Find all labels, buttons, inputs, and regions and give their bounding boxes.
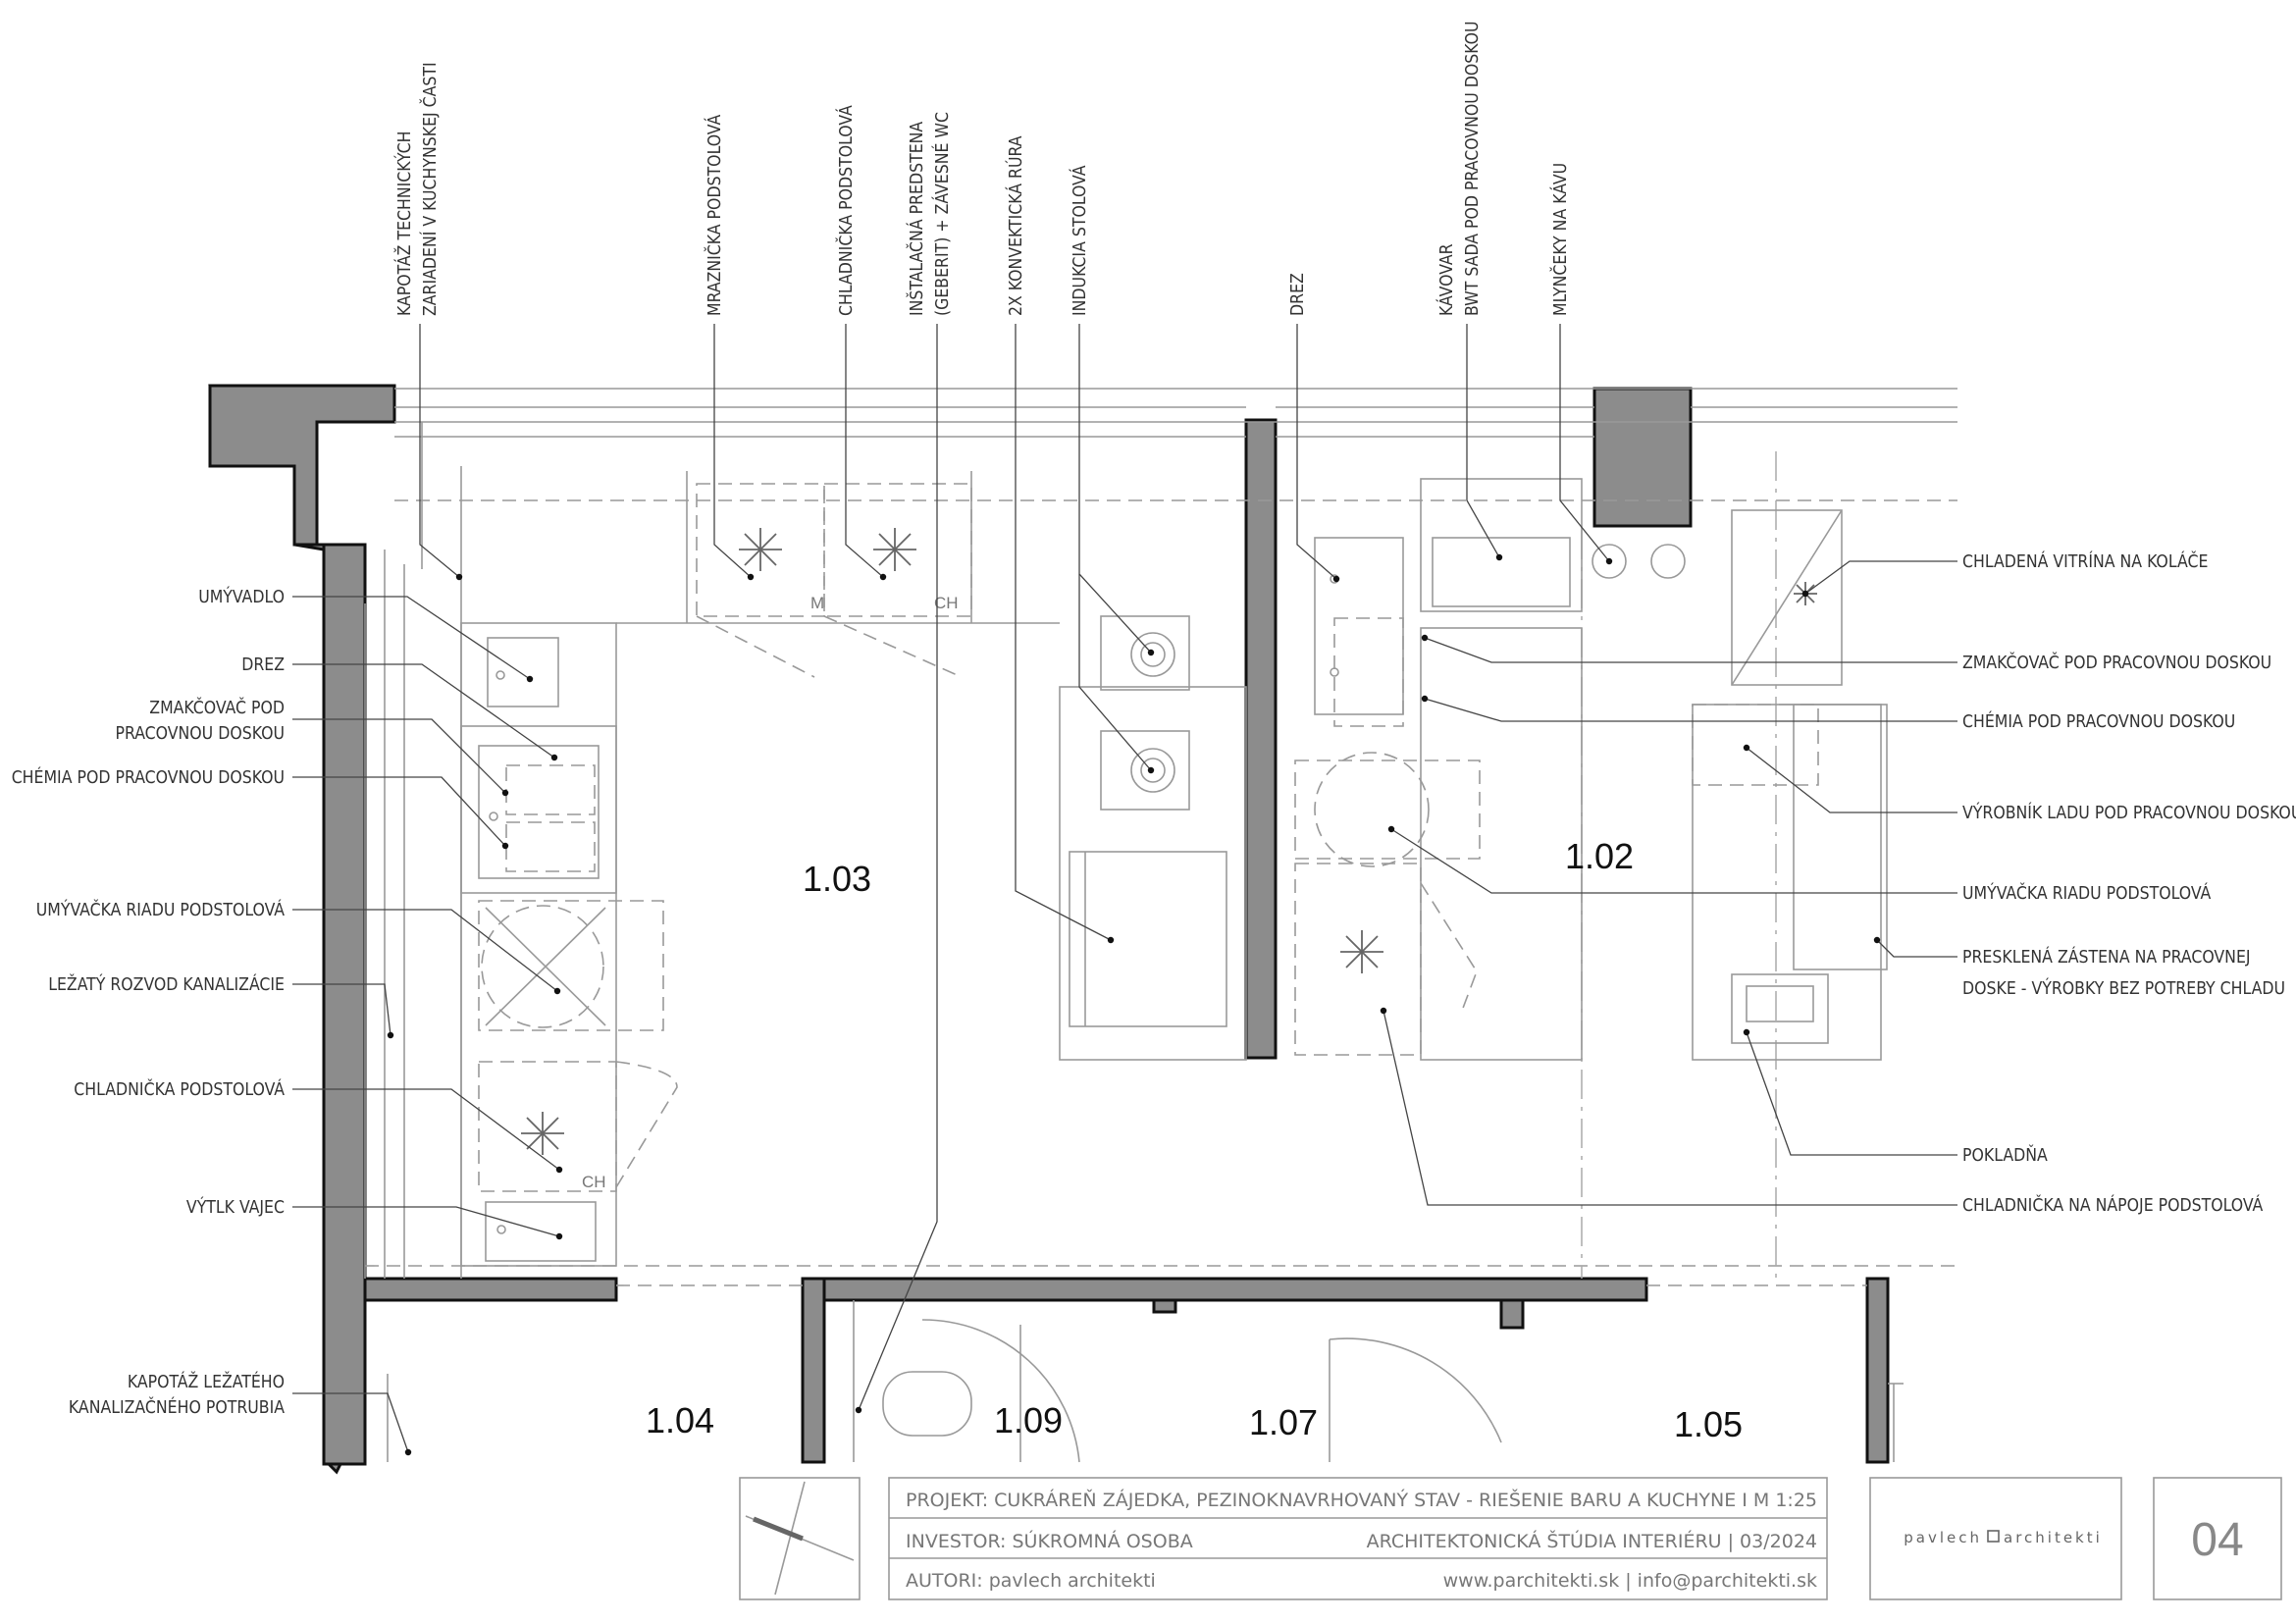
label-zmakcovac-left-1: ZMAKČOVAČ POD [149, 697, 285, 718]
room-1-03: 1.03 [803, 859, 871, 899]
wall-top-left [208, 384, 396, 1475]
label-kapotaz-top-2: ZARIADENÍ V KUCHYNSKEJ ČASTI [419, 62, 441, 316]
label-drez-left: DREZ [241, 655, 285, 675]
egg-unit [485, 1201, 597, 1262]
facade-lines [364, 388, 1957, 1286]
label-chladnicka-left: CHLADNIČKA PODSTOLOVÁ [74, 1078, 285, 1100]
title-table [888, 1477, 1828, 1600]
room-numbers: 1.03 1.02 1.04 1.09 1.07 1.05 [646, 836, 1743, 1444]
fridge-box [478, 1061, 617, 1192]
label-umyvacka-right: UMÝVAČKA RIADU PODSTOLOVÁ [1962, 882, 2211, 904]
fridge-top-box [823, 483, 972, 617]
north-arrow-box [739, 1477, 861, 1600]
label-kapotaz-left-1: KAPOTÁŽ LEŽATÉHO [128, 1371, 285, 1392]
wall-partition [1244, 418, 1278, 1060]
title-investor: INVESTOR: SÚKROMNÁ OSOBA [906, 1529, 1193, 1552]
mark-ch-left: CH [582, 1173, 606, 1191]
wall-wc-left [801, 1277, 826, 1464]
umyvadlo-basin [487, 637, 559, 707]
right-counter [1692, 704, 1882, 1061]
wall-bottom-middle [801, 1277, 1648, 1302]
label-kapotaz-left-2: KANALIZAČNÉHO POTRUBIA [69, 1396, 285, 1418]
label-vyrobnik: VÝROBNÍK LADU POD PRACOVNOU DOSKOU [1962, 802, 2296, 823]
left-labels: UMÝVADLO DREZ ZMAKČOVAČ POD PRACOVNOU DO… [12, 586, 286, 1418]
title-projekt: PROJEKT: CUKRÁREŇ ZÁJEDKA, PEZINOK [906, 1489, 1278, 1511]
label-chemia-right: CHÉMIA POD PRACOVNOU DOSKOU [1962, 710, 2235, 732]
dishwasher-box [478, 900, 664, 1031]
label-pokladna: POKLADŇA [1962, 1144, 2048, 1166]
wall-stub-2 [1499, 1298, 1525, 1330]
label-mraznicka: MRAZNIČKA PODSTOLOVÁ [704, 115, 725, 316]
bar-area [1294, 478, 1888, 1061]
sheet-number-box [2153, 1477, 2282, 1600]
wall-stub-1 [1152, 1298, 1177, 1314]
title-stav: NAVRHOVANÝ STAV - RIEŠENIE BARU A KUCHYN… [1278, 1488, 1817, 1511]
top-labels: KAPOTÁŽ TECHNICKÝCH ZARIADENÍ V KUCHYNSK… [393, 21, 1571, 316]
bar-counter [1420, 627, 1583, 1061]
wall-right-bottom [1865, 1277, 1890, 1464]
logo-box [1869, 1477, 2122, 1600]
label-rura: 2X KONVEKTICKÁ RÚRA [1005, 135, 1026, 316]
display-case [1731, 509, 1843, 686]
coffee-machine [1420, 478, 1583, 612]
title-kontakt: www.parchitekti.sk | info@parchitekti.sk [1443, 1570, 1817, 1592]
freezer-box [696, 483, 825, 617]
logo-text-left: pavlech [1904, 1529, 1982, 1546]
mark-m: M [810, 594, 824, 612]
wall-corner [208, 384, 396, 547]
induction-1 [1100, 615, 1190, 691]
label-chemia-left: CHÉMIA POD PRACOVNOU DOSKOU [12, 766, 285, 788]
dishwasher-bar [1294, 759, 1481, 860]
leader-lines [292, 324, 1957, 1453]
label-kavovar-1: KÁVOVAR [1435, 243, 1457, 316]
room-1-05: 1.05 [1674, 1404, 1743, 1444]
label-napoje: CHLADNIČKA NA NÁPOJE PODSTOLOVÁ [1962, 1194, 2264, 1216]
oven-unit [1069, 851, 1227, 1027]
sink-counter-top [460, 725, 617, 894]
leader-dots [387, 553, 1881, 1456]
label-kapotaz-top-1: KAPOTÁŽ TECHNICKÝCH [393, 131, 415, 316]
label-indukcia: INDUKCIA STOLOVÁ [1069, 165, 1090, 316]
pos-terminal [1731, 973, 1829, 1044]
label-zastena-1: PRESKLENÁ ZÁSTENA NA PRACOVNEJ [1962, 946, 2251, 968]
cooking-counter [1059, 686, 1247, 1061]
label-zmakcovac-left-2: PRACOVNOU DOSKOU [115, 724, 285, 744]
label-rozvod: LEŽATÝ ROZVOD KANALIZÁCIE [48, 973, 285, 995]
sheet-number: 04 [2191, 1514, 2243, 1566]
left-counter [460, 622, 678, 1267]
sink-bar [1314, 537, 1404, 715]
label-instalacna-2: (GEBERIT) + ZÁVESNÉ WC [931, 112, 953, 316]
room-1-02: 1.02 [1565, 836, 1634, 876]
logo-square [1987, 1530, 2000, 1543]
label-drez-top: DREZ [1288, 273, 1308, 316]
top-counter [616, 471, 1247, 1061]
wc-bowl [882, 1371, 972, 1437]
title-autori: AUTORI: pavlech architekti [906, 1570, 1156, 1592]
label-instalacna-1: INŠTALAČNÁ PREDSTENA [906, 122, 927, 316]
fridge-bar [1294, 863, 1422, 1056]
title-block: PROJEKT: CUKRÁREŇ ZÁJEDKA, PEZINOK NAVRH… [739, 1477, 2282, 1600]
label-chladnicka-top: CHLADNIČKA PODSTOLOVÁ [835, 105, 857, 316]
right-labels: CHLADENÁ VITRÍNA NA KOLÁČE ZMAKČOVAČ POD… [1962, 550, 2296, 1216]
wall-bottom-left [363, 1277, 618, 1302]
label-kavovar-2: BWT SADA POD PRACOVNOU DOSKOU [1463, 21, 1483, 316]
label-zastena-2: DOSKE - VÝROBKY BEZ POTREBY CHLADU [1962, 977, 2285, 999]
room-1-04: 1.04 [646, 1400, 714, 1440]
room-1-09: 1.09 [994, 1400, 1063, 1440]
room-1-07: 1.07 [1249, 1402, 1318, 1442]
label-mlyncek: MLYNČEKY NA KÁVU [1549, 163, 1571, 316]
title-studia: ARCHITEKTONICKÁ ŠTÚDIA INTERIÉRU | 03/20… [1367, 1529, 1817, 1552]
label-vytlk: VÝTLK VAJEC [186, 1196, 285, 1218]
lower-rooms [387, 1300, 1904, 1463]
induction-2 [1100, 730, 1190, 811]
logo-text-right: architekti [2004, 1529, 2103, 1546]
label-umyvadlo: UMÝVADLO [198, 586, 285, 607]
wall-left [322, 543, 367, 1466]
label-vitrina: CHLADENÁ VITRÍNA NA KOLÁČE [1962, 550, 2208, 572]
mark-ch-top: CH [934, 594, 959, 612]
wall-column [1592, 387, 1693, 528]
label-zmakcovac-right: ZMAKČOVAČ POD PRACOVNOU DOSKOU [1962, 652, 2271, 673]
label-umyvacka-left: UMÝVAČKA RIADU PODSTOLOVÁ [36, 899, 285, 920]
